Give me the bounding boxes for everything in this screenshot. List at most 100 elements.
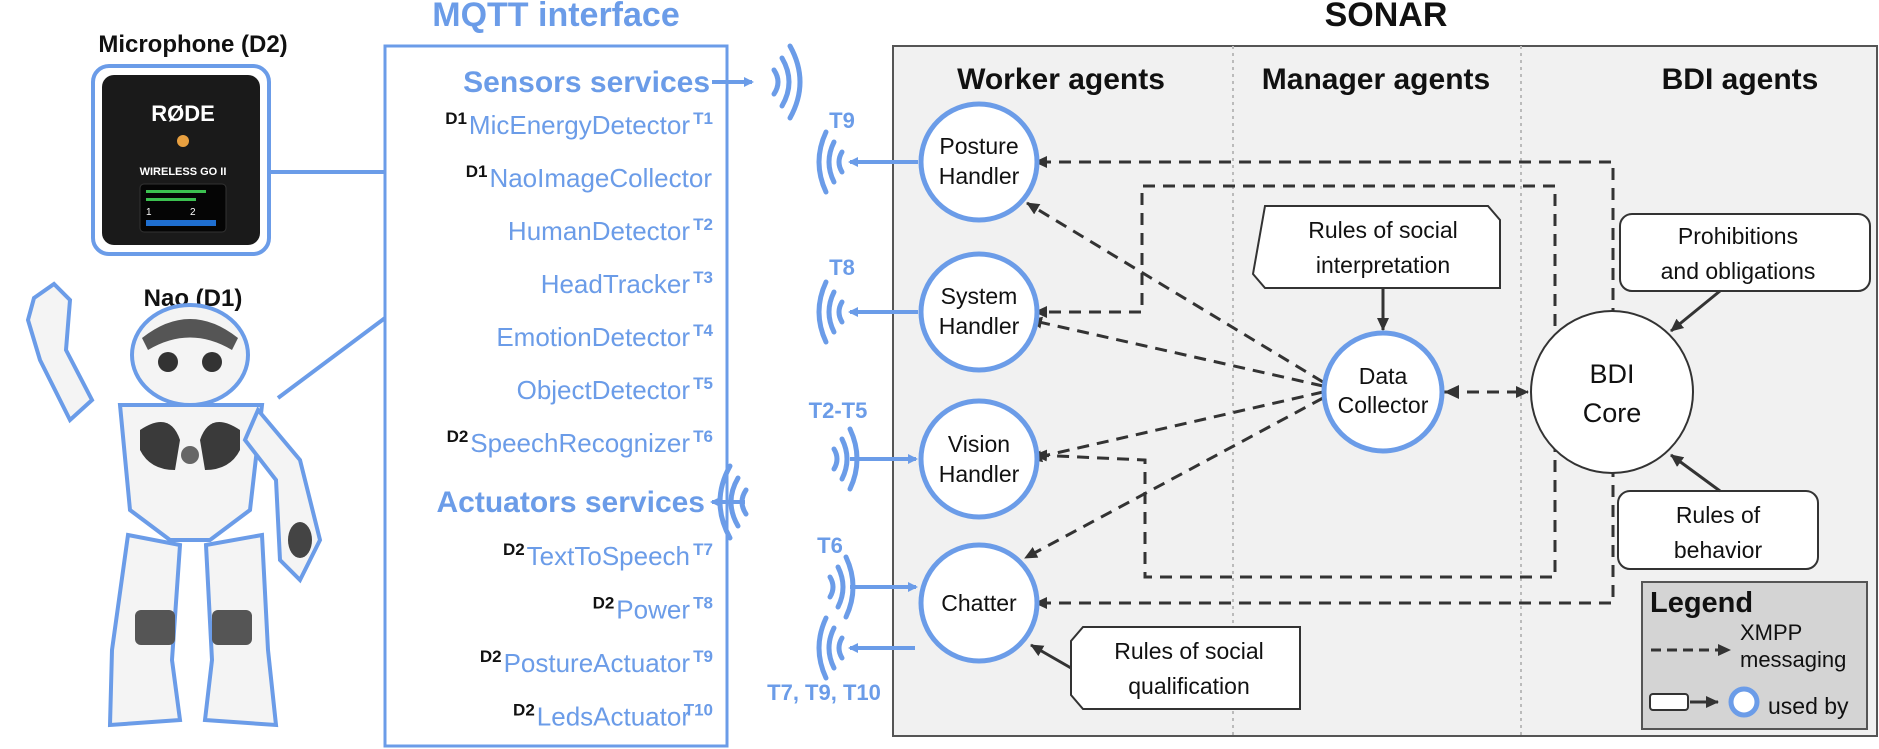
actuator-service-2: PostureActuator [504,648,691,678]
worker-posture-handler: Posture Handler [918,101,1040,223]
signal-wave-icon [771,43,803,121]
legend-xmpp-label-2: messaging [1740,647,1846,672]
svg-text:interpretation: interpretation [1316,252,1450,278]
svg-text:System: System [941,283,1018,309]
sensor-service-topic-3: T3 [693,268,713,287]
nao-robot-image [25,281,323,728]
mqtt-box [383,44,729,748]
microphone-image: RØDE WIRELESS GO II 1 2 [91,64,271,256]
actuator-service-device-0: D2 [503,540,525,559]
topic-system: T8 [829,255,855,280]
svg-text:behavior: behavior [1674,537,1763,563]
robot-connector [276,316,387,400]
signal-wave-icon [717,463,749,541]
sensor-service-6: SpeechRecognizer [470,428,690,458]
actuator-service-topic-2: T9 [693,647,713,666]
signal-wave-icon [816,129,845,195]
legend: Legend XMPP messaging used by [1641,581,1868,730]
legend-title: Legend [1650,587,1753,619]
legend-agent-sample [1728,686,1760,718]
actuator-service-device-1: D2 [593,594,615,613]
svg-text:Handler: Handler [939,163,1020,189]
sensor-service-1: NaoImageCollector [489,163,712,193]
sensor-service-0: MicEnergyDetector [469,110,690,140]
signal-wave-icon [827,554,856,620]
svg-text:Rules of social: Rules of social [1308,217,1458,243]
collector-to-system-message [1029,316,1324,388]
prohibitions-to-bdi-arrow [1670,289,1721,333]
svg-text:Rules of: Rules of [1676,502,1761,528]
sensor-service-topic-4: T4 [693,321,713,340]
sensor-service-topic-6: T6 [693,427,713,446]
bdi-to-chatter-message [1034,385,1615,609]
collector-bdi-back-arrowhead [1444,385,1459,399]
qualification-to-chatter-arrow [1030,643,1072,670]
svg-text:qualification: qualification [1128,673,1249,699]
actuator-service-topic-0: T7 [693,540,713,559]
column-manager-agents: Manager agents [1262,63,1490,96]
mqtt-links [848,157,918,653]
actuator-service-device-2: D2 [480,647,502,666]
svg-text:Handler: Handler [939,313,1020,339]
rules-behavior-box: Rules of behavior [1617,490,1819,570]
svg-text:Posture: Posture [939,133,1018,159]
actuator-service-topic-3: T10 [684,701,713,720]
actuator-service-0: TextToSpeech [527,541,690,571]
sensor-service-device-0: D1 [445,109,467,128]
sensor-service-topic-0: T1 [693,109,713,128]
svg-text:Vision: Vision [948,431,1010,457]
svg-text:Handler: Handler [939,461,1020,487]
svg-text:1: 1 [146,207,152,218]
legend-used-by-label: used by [1768,693,1849,719]
svg-text:BDI: BDI [1589,359,1634,389]
data-collector: Data Collector [1321,330,1445,454]
topic-vision: T2-T5 [809,398,868,423]
actuators-heading: Actuators services [437,486,705,519]
legend-xmpp-label-1: XMPP [1740,620,1802,645]
sensor-service-device-1: D1 [466,162,488,181]
svg-text:and obligations: and obligations [1661,258,1816,284]
loop-to-vision-message [1034,360,1557,579]
actuator-service-3: LedsActuator [537,702,691,732]
prohibitions-obligations-box: Prohibitions and obligations [1619,213,1871,292]
nao-robot-details [135,319,312,645]
svg-text:Prohibitions: Prohibitions [1678,223,1798,249]
topic-chatter-out: T7, T9, T10 [767,680,881,705]
svg-text:Data: Data [1359,363,1408,389]
svg-text:Chatter: Chatter [941,590,1017,616]
collector-to-chatter-message [1024,396,1324,560]
signal-wave-icon [816,279,845,345]
topic-posture: T9 [829,108,855,133]
sensor-service-device-6: D2 [447,427,469,446]
svg-text:Rules of social: Rules of social [1114,638,1264,664]
sensor-service-4: EmotionDetector [496,322,690,352]
actuator-service-1: Power [616,595,690,625]
signal-wave-icon [831,426,860,492]
actuator-service-device-3: D2 [513,701,535,720]
sensor-service-3: HeadTracker [541,269,691,299]
worker-chatter: Chatter [918,542,1040,664]
rules-social-qualification-box: Rules of social qualification [1070,626,1301,710]
actuator-service-topic-1: T8 [693,594,713,613]
mqtt-title: MQTT interface [432,0,679,34]
sensor-service-topic-2: T2 [693,215,713,234]
legend-rule-sample [1649,693,1689,711]
rules-social-interpretation-box: Rules of social interpretation [1251,205,1501,289]
xmpp-messages [1024,156,1615,609]
svg-text:2: 2 [190,207,196,218]
mic-brand: RØDE [151,101,215,126]
worker-vision-handler: Vision Handler [918,398,1040,520]
svg-text:Core: Core [1583,398,1642,428]
bdi-core: BDI Core [1530,310,1694,474]
column-worker-agents: Worker agents [957,63,1165,96]
svg-text:Collector: Collector [1338,392,1429,418]
sensor-service-2: HumanDetector [508,216,690,246]
collector-to-posture-message [1026,201,1324,384]
sensors-heading: Sensors services [463,66,710,99]
topic-chatter-in: T6 [817,533,843,558]
signal-wave-icon [816,615,845,681]
mic-model: WIRELESS GO II [140,166,227,178]
